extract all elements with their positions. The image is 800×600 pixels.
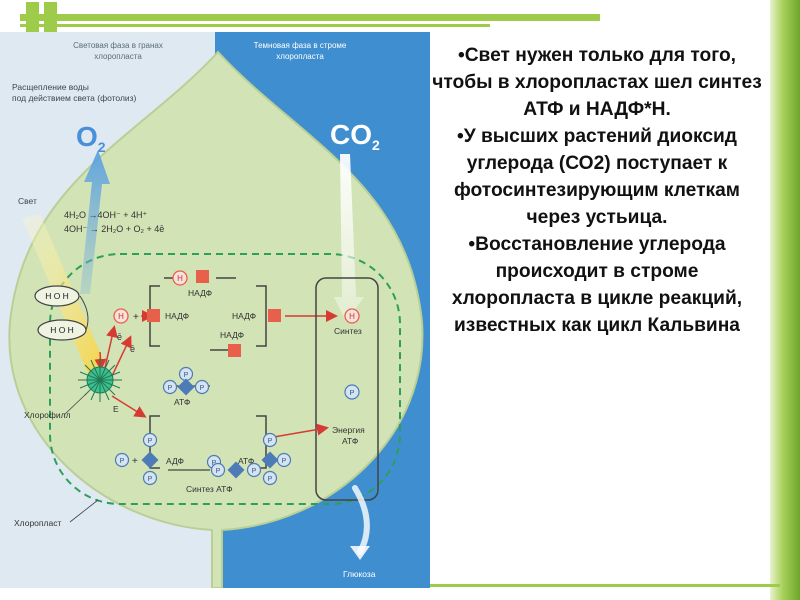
o2-release-arrow: [80, 150, 110, 294]
arrow-atp-to-energy: [267, 423, 329, 439]
nadf-cycle-bracket: [256, 285, 267, 347]
light-phase-title: хлоропласта: [94, 52, 142, 61]
photolysis-label: Расщепление воды: [12, 82, 89, 92]
phosphate-label: P: [216, 468, 221, 475]
light-label: Свет: [18, 196, 37, 206]
water-molecule-label: H O H: [50, 325, 74, 335]
phosphate-label: P: [252, 468, 257, 475]
phosphate-label: P: [349, 388, 354, 397]
h-ion-label: H: [349, 312, 355, 321]
energy-label: АТФ: [342, 436, 358, 446]
nadf-marker: [268, 309, 281, 322]
glucose-label: Глюкоза: [343, 569, 376, 579]
nadf-label: НАДФ: [232, 311, 256, 321]
nadf-marker: [147, 309, 160, 322]
equation-oxygen: 4OH⁻ → 2H₂O + O₂ + 4ē: [64, 224, 164, 234]
phosphate-circle: [162, 379, 178, 395]
phosphate-circle: [262, 470, 278, 486]
decor-square: [26, 2, 39, 15]
equation-water-split: 4H₂O →4OH⁻ + 4H⁺: [64, 210, 148, 220]
arrow-electron: [111, 335, 132, 377]
atp-label: АТФ: [174, 397, 190, 407]
nadf-marker: [196, 270, 209, 283]
water-molecule-label: H O H: [45, 291, 69, 301]
nadf-marker: [228, 344, 241, 357]
slide-text-panel: •Свет нужен только для того, чтобы в хло…: [432, 42, 762, 562]
phosphate-label: P: [282, 458, 287, 465]
chlorophyll-label: Хлорофилл: [24, 410, 71, 420]
water-link: [79, 295, 89, 331]
light-phase-title: Световая фаза в гранах: [73, 41, 163, 50]
nadf-label: НАДФ: [165, 311, 189, 321]
chloroplast-pointer: [69, 499, 99, 523]
dark-phase-title: хлоропласта: [276, 52, 324, 61]
dark-phase-title: Темновая фаза в строме: [254, 41, 347, 50]
h-ion-label: H: [118, 312, 124, 321]
atp-synthesis-label: Синтез АТФ: [186, 484, 233, 494]
phosphate-circle: [344, 384, 360, 400]
decor-top-bar: [20, 14, 600, 21]
decor-square: [44, 19, 57, 32]
decor-square: [26, 19, 39, 32]
phosphate-circle: [210, 462, 226, 478]
h-ion-circle: [113, 308, 129, 324]
phosphate-label: P: [212, 460, 217, 467]
phosphate-circle: [142, 470, 158, 486]
electron-label: ē: [130, 344, 135, 354]
water-molecule: [34, 285, 80, 307]
phosphate-label: P: [200, 385, 205, 392]
calvin-cycle-box: [315, 277, 379, 501]
chlorophyll-pointer: [63, 393, 87, 416]
co2-intake-arrow: [334, 154, 364, 322]
h-ion-circle: [172, 270, 188, 286]
plus-sign: +: [133, 312, 139, 323]
bullet-calvin-cycle: •Восстановление углерода происходит в ст…: [451, 234, 743, 336]
phosphate-label: P: [148, 476, 153, 483]
photosynthesis-diagram: Световая фаза в гранах хлоропласта Темно…: [0, 32, 430, 588]
o2-label: O2: [76, 121, 106, 155]
phosphate-label: P: [268, 476, 273, 483]
atp-diamond: [261, 451, 279, 469]
atp-label: АТФ: [238, 456, 254, 466]
phosphate-circle: [262, 432, 278, 448]
arrow-chlorophyll-to-atp: [111, 395, 147, 418]
phosphate-label: P: [168, 385, 173, 392]
bullet-light-purpose: •Свет нужен только для того, чтобы в хло…: [432, 45, 762, 120]
adf-diamond: [141, 451, 159, 469]
phosphate-label: P: [268, 438, 273, 445]
glucose-arrow-head: [350, 546, 370, 560]
chlorophyll-cluster: [78, 358, 122, 402]
h-ion-label: H: [177, 274, 183, 283]
adf-label: АДФ: [166, 456, 184, 466]
phosphate-label: P: [184, 372, 189, 379]
nadf-label: НАДФ: [188, 288, 212, 298]
decor-top-bar-thin: [20, 24, 490, 27]
chloroplast-label: Хлоропласт: [14, 518, 61, 528]
electron-label: ē: [117, 332, 122, 342]
slide-frame-right-gradient: [770, 0, 800, 600]
leaf-shape: [8, 50, 424, 588]
phosphate-circle: [142, 432, 158, 448]
phosphate-circle: [194, 379, 210, 395]
decor-square: [44, 2, 57, 15]
chloroplast-membrane: [49, 253, 401, 505]
energy-e-label: E: [113, 404, 119, 414]
phosphate-circle: [114, 452, 130, 468]
photolysis-label: под действием света (фотолиз): [12, 93, 137, 103]
synthesis-label: Синтез: [334, 326, 362, 336]
phosphate-label: P: [148, 438, 153, 445]
phosphate-circle: [276, 452, 292, 468]
bullet-co2-intake: •У высших растений диоксид углерода (СО2…: [454, 126, 740, 228]
phosphate-circle: [246, 462, 262, 478]
co2-label: CO2: [330, 119, 380, 153]
atp-diamond: [177, 378, 195, 396]
plus-sign: +: [132, 456, 138, 467]
energy-label: Энергия: [332, 425, 365, 435]
phosphate-label: P: [120, 458, 125, 465]
h-ion-circle: [344, 308, 360, 324]
atp-diamond: [227, 461, 245, 479]
nadf-label: НАДФ: [220, 330, 244, 340]
